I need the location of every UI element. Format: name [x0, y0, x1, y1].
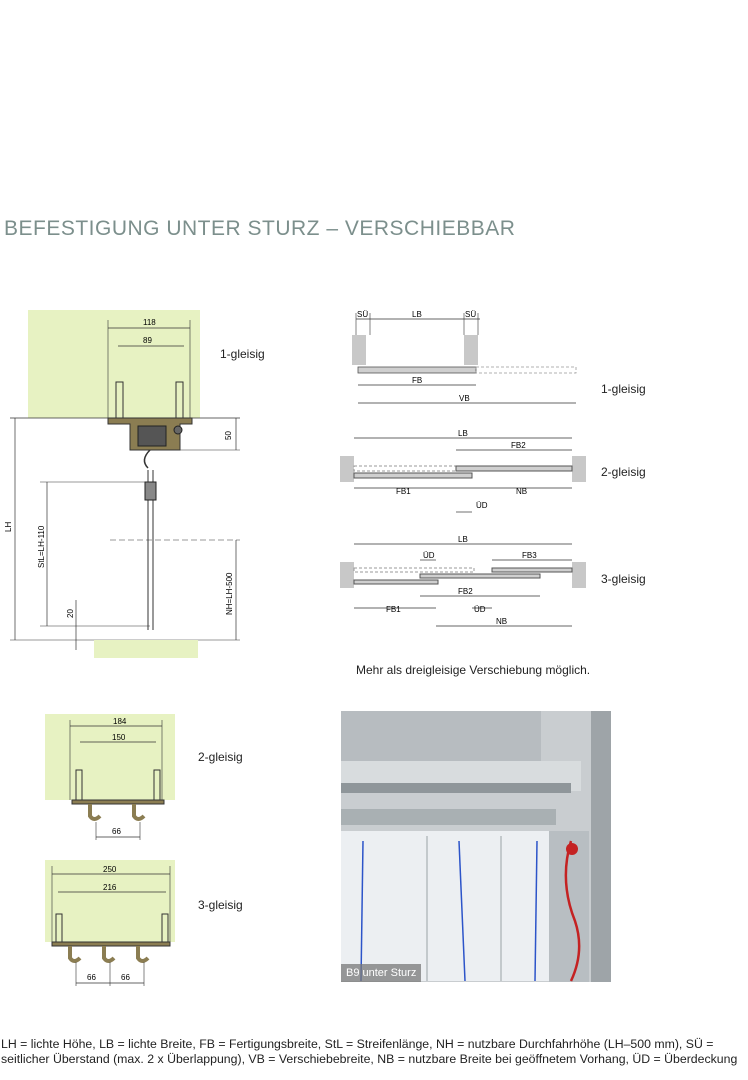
- dim-66-b: 66: [87, 973, 96, 982]
- dim-su-right: SÜ: [465, 310, 476, 319]
- dim-fb: FB: [412, 376, 422, 385]
- dim-nb-2: NB: [516, 487, 527, 496]
- dim-216: 216: [103, 883, 117, 892]
- dim-lb-3: LB: [458, 535, 468, 544]
- dim-nb-3: NB: [496, 617, 507, 626]
- label-2-gleisig-right: 2-gleisig: [601, 465, 646, 479]
- dim-fb2-3: FB2: [458, 587, 473, 596]
- label-1-gleisig-right: 1-gleisig: [601, 382, 646, 396]
- dim-fb1-3: FB1: [386, 605, 401, 614]
- dim-66-c: 66: [121, 973, 130, 982]
- abbreviation-legend: LH = lichte Höhe, LB = lichte Breite, FB…: [1, 1037, 738, 1066]
- dim-118: 118: [143, 318, 156, 327]
- drawing-3-gleisig-bracket: 250 216 66 66: [45, 860, 175, 986]
- label-2-gleisig-left: 2-gleisig: [198, 750, 243, 764]
- dim-184: 184: [113, 717, 127, 726]
- product-photo: B9 unter Sturz: [341, 711, 611, 982]
- dim-50: 50: [224, 431, 233, 440]
- drawing-2-gleisig-bracket: 184 150 66: [45, 714, 175, 840]
- dim-20: 20: [66, 609, 75, 618]
- dim-ud-3a: ÜD: [423, 551, 435, 560]
- label-1-gleisig-left: 1-gleisig: [220, 347, 265, 361]
- label-3-gleisig-left: 3-gleisig: [198, 898, 243, 912]
- dim-150: 150: [112, 733, 126, 742]
- dim-ud-2: ÜD: [476, 501, 488, 510]
- drawing-1-gleisig-section: 118 89 50 LH StL=LH-110 NH=LH-500 20: [4, 310, 240, 658]
- label-3-gleisig-right: 3-gleisig: [601, 572, 646, 586]
- dim-66-a: 66: [112, 827, 121, 836]
- lintel-block: [28, 310, 200, 418]
- plan-2-gleisig: LB FB2 FB1 NB ÜD: [340, 429, 586, 513]
- dim-lb-2: LB: [458, 429, 468, 438]
- floor-block: [94, 640, 198, 658]
- dim-lh: LH: [4, 522, 13, 532]
- dim-stl: StL=LH-110: [37, 525, 46, 568]
- plan-1-gleisig: SÜ LB SÜ FB VB: [352, 310, 577, 404]
- page-title: BEFESTIGUNG UNTER STURZ – VERSCHIEBBAR: [4, 217, 516, 240]
- dim-89: 89: [143, 336, 152, 345]
- photo-caption: B9 unter Sturz: [341, 964, 422, 982]
- dim-fb2-2: FB2: [511, 441, 526, 450]
- dim-ud-3b: ÜD: [474, 605, 486, 614]
- dim-nh: NH=LH-500: [225, 572, 234, 615]
- dim-fb1-2: FB1: [396, 487, 411, 496]
- dim-fb3-3: FB3: [522, 551, 537, 560]
- dim-vb: VB: [459, 394, 470, 403]
- dim-lb: LB: [412, 310, 422, 319]
- dim-su-left: SÜ: [357, 310, 368, 319]
- dim-250: 250: [103, 865, 117, 874]
- note-more-tracks: Mehr als dreigleisige Verschiebung mögli…: [356, 663, 591, 677]
- plan-3-gleisig: LB ÜD FB3 FB2 FB1 ÜD NB: [340, 535, 586, 627]
